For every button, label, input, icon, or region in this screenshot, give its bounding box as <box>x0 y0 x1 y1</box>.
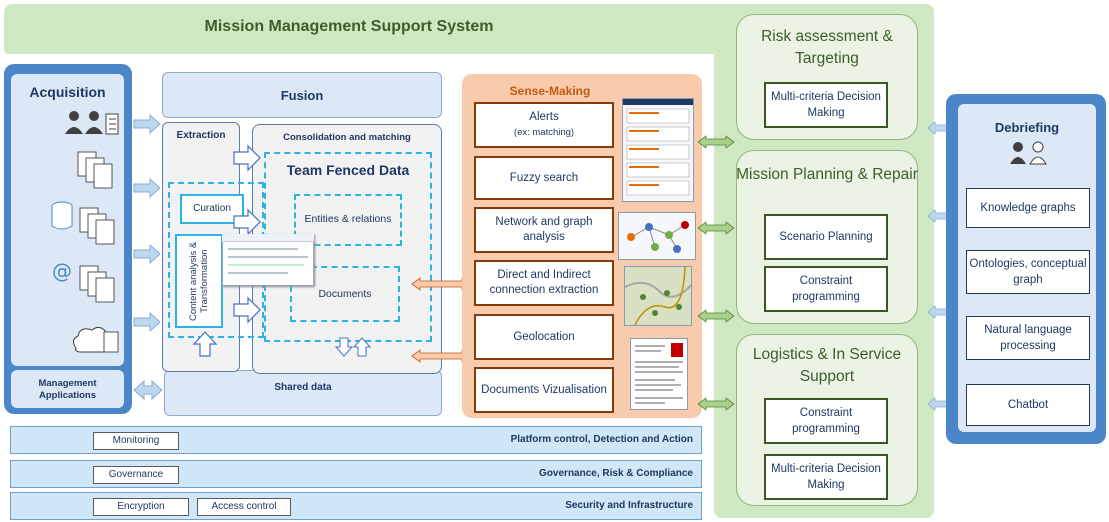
alerts-box[interactable]: Alerts (ex: matching) <box>474 102 614 148</box>
geolocation-box[interactable]: Geolocation <box>474 314 614 360</box>
governance-band: Governance Governance, Risk & Compliance <box>10 460 702 488</box>
sense-right-arrows <box>697 135 735 411</box>
risk-mcdm-box[interactable]: Multi-criteria Decision Making <box>764 82 888 128</box>
popup-line <box>228 272 288 274</box>
popup-line <box>228 248 298 250</box>
up-arrow-icon <box>192 331 218 357</box>
popup-line <box>228 256 308 258</box>
connection-extraction-label: Direct and Indirect connection extractio… <box>489 269 599 296</box>
documents-visualization-label: Documents Vizualisation <box>481 383 607 396</box>
people-exchange-icon <box>1010 141 1047 165</box>
fusion-sense-arrows <box>411 277 471 363</box>
up-down-arrows-icon <box>334 337 372 357</box>
planning-constraint-box[interactable]: Constraint programming <box>764 266 888 312</box>
curation-box: Curation <box>180 194 244 224</box>
monitoring-button[interactable]: Monitoring <box>93 432 179 450</box>
svg-text:@: @ <box>52 259 72 283</box>
alerts-sub: (ex: matching) <box>513 127 575 138</box>
logistics-constraint-box[interactable]: Constraint programming <box>764 398 888 444</box>
fuzzy-search-label: Fuzzy search <box>509 171 579 184</box>
page-title: Mission Management Support System <box>204 18 494 35</box>
popup-line-highlight <box>228 264 304 266</box>
graph-image <box>627 221 689 253</box>
governance-label: Governance, Risk & Compliance <box>539 468 693 479</box>
nlp-box[interactable]: Natural language processing <box>966 316 1090 360</box>
document-image <box>635 343 683 404</box>
security-label: Security and Infrastructure <box>565 500 693 511</box>
fusion-title: Fusion <box>280 88 324 103</box>
fusion-panel <box>162 72 442 118</box>
cloud-documents-icon <box>72 326 119 353</box>
network-graph-label: Network and graph analysis <box>495 216 593 243</box>
risk-assessment-title: Risk assessment & Targeting <box>761 28 893 67</box>
alerts-list-image <box>623 99 693 196</box>
geolocation-label: Geolocation <box>513 330 575 343</box>
alerts-screenshot <box>622 98 694 202</box>
documents-box: Documents <box>290 266 400 322</box>
database-documents-icon <box>51 201 115 245</box>
scenario-planning-box[interactable]: Scenario Planning <box>764 214 888 260</box>
network-graph-box[interactable]: Network and graph analysis <box>474 207 614 253</box>
popup-toolbar <box>222 234 314 242</box>
governance-button[interactable]: Governance <box>93 466 179 484</box>
acquisition-arrows <box>133 113 163 401</box>
chatbot-box[interactable]: Chatbot <box>966 384 1090 426</box>
sense-making-title: Sense-Making <box>509 84 591 98</box>
document-screenshot <box>630 338 688 410</box>
logistics-title: Logistics & In Service Support <box>752 346 902 385</box>
access-control-button[interactable]: Access control <box>197 498 291 516</box>
extraction-title: Extraction <box>176 130 226 141</box>
debriefing-title: Debriefing <box>994 120 1060 135</box>
document-preview-popup <box>222 234 314 286</box>
fusion-inner-arrows <box>233 144 261 324</box>
map-image <box>624 266 692 326</box>
ontologies-box[interactable]: Ontologies, conceptual graph <box>966 250 1090 294</box>
acquisition-title: Acquisition <box>29 84 106 100</box>
fuzzy-search-box[interactable]: Fuzzy search <box>474 156 614 200</box>
people-exchange-icon <box>65 111 119 135</box>
map-screenshot <box>624 266 692 326</box>
shared-data-panel <box>164 370 442 416</box>
encryption-button[interactable]: Encryption <box>93 498 189 516</box>
platform-control-label: Platform control, Detection and Action <box>510 434 693 445</box>
management-applications[interactable]: Management Applications <box>11 370 124 408</box>
documents-visualization-box[interactable]: Documents Vizualisation <box>474 367 614 413</box>
alerts-label: Alerts <box>529 111 559 123</box>
entities-relations-box: Entities & relations <box>294 194 402 246</box>
documents-stack-icon <box>77 151 113 189</box>
security-band: Encryption Access control Security and I… <box>10 492 702 520</box>
platform-control-band: Monitoring Platform control, Detection a… <box>10 426 702 454</box>
email-documents-icon: @ <box>52 259 115 303</box>
mission-planning-title: Mission Planning & Repair <box>736 166 918 183</box>
consolidation-title: Consolidation and matching <box>283 132 411 143</box>
connection-extraction-box[interactable]: Direct and Indirect connection extractio… <box>474 260 614 306</box>
knowledge-graphs-box[interactable]: Knowledge graphs <box>966 188 1090 228</box>
team-fenced-title: Team Fenced Data <box>286 162 410 178</box>
content-analysis-box <box>175 234 223 328</box>
network-graph-screenshot <box>618 212 696 260</box>
content-analysis-label: Content analysis & Transformation <box>188 241 210 321</box>
logistics-mcdm-box[interactable]: Multi-criteria Decision Making <box>764 454 888 500</box>
shared-data-label: Shared data <box>274 382 332 393</box>
